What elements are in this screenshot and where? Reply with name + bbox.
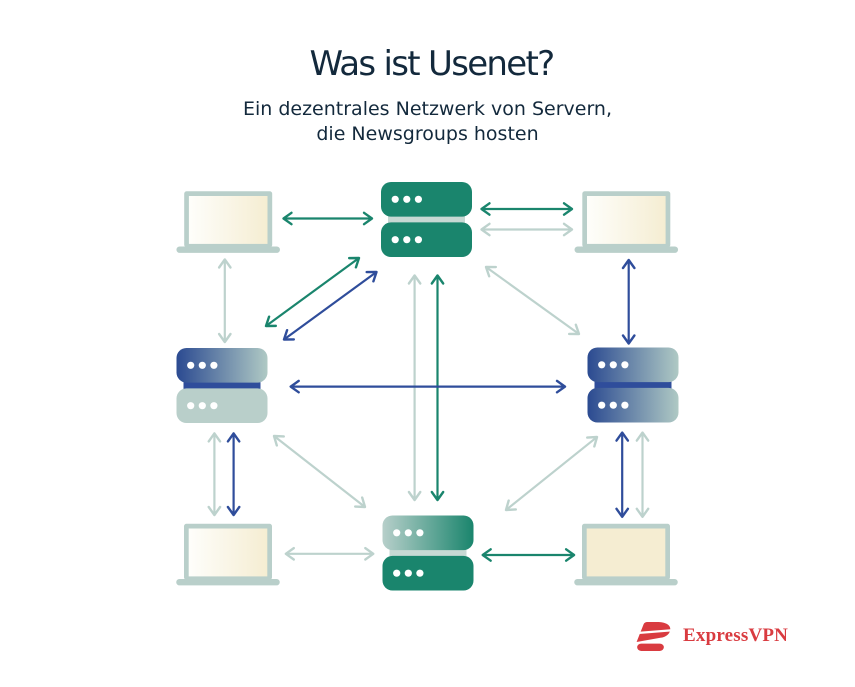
- arrows-layer: [207, 202, 650, 562]
- arrow-serverLeft-serverTop-b: [282, 270, 378, 341]
- arrow-serverLeft-laptopBL-b: [226, 432, 241, 517]
- expressvpn-wordmark: ExpressVPN: [683, 624, 789, 646]
- page-subtitle: Ein dezentrales Netzwerk von Servern, di…: [0, 97, 855, 147]
- arrow-serverLeft-laptopBL-a: [207, 432, 222, 517]
- expressvpn-logo: ExpressVPN: [635, 616, 788, 652]
- subtitle-line-1: Ein dezentrales Netzwerk von Servern,: [242, 98, 613, 120]
- laptop-top-left: [176, 191, 280, 253]
- expressvpn-icon-slit: [639, 629, 671, 635]
- page-title: Was ist Usenet?: [309, 44, 556, 84]
- subtitle-line-2: die Newsgroups hosten: [316, 123, 539, 145]
- arrow-laptopTR-serverRight: [621, 258, 636, 345]
- arrow-serverTop-serverRight: [484, 265, 581, 336]
- server-right: [587, 347, 679, 423]
- arrow-serverBottom-serverRight: [504, 435, 599, 512]
- arrow-serverLeft-serverTop-a: [264, 256, 361, 328]
- devices-layer: [176, 182, 679, 591]
- arrow-serverRight-laptopBR-a: [615, 431, 630, 518]
- arrow-serverRight-laptopBR-b: [635, 431, 650, 518]
- expressvpn-icon-bar: [637, 643, 664, 651]
- arrow-serverTop-serverBottom-a: [407, 274, 422, 502]
- expressvpn-icon: [636, 622, 671, 651]
- laptop-top-right: [574, 191, 679, 253]
- arrow-serverTop-laptopTR-b: [480, 222, 574, 237]
- server-top: [381, 182, 472, 257]
- arrow-laptopTL-serverLeft: [217, 258, 232, 344]
- server-left: [176, 348, 268, 423]
- server-bottom: [382, 515, 474, 591]
- arrow-laptopBL-serverBottom: [284, 546, 375, 561]
- arrow-serverLeft-serverBottom: [272, 434, 367, 509]
- arrow-serverTop-laptopTR-a: [480, 202, 574, 216]
- arrow-serverTop-serverBottom-b: [430, 274, 445, 502]
- arrow-serverLeft-serverRight: [289, 379, 567, 394]
- laptop-bottom-left: [176, 523, 280, 586]
- arrow-laptopTL-serverTop: [282, 211, 374, 226]
- arrow-serverBottom-laptopBR: [481, 548, 576, 562]
- laptop-bottom-right: [574, 523, 678, 586]
